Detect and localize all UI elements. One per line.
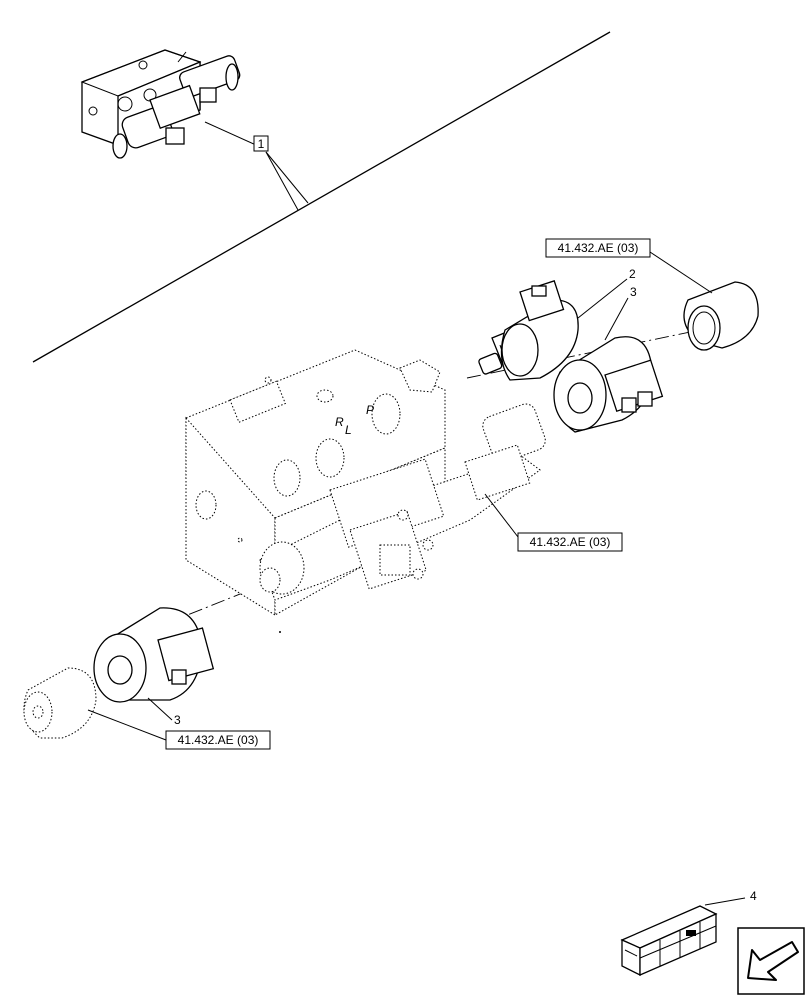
solenoid-cartridge-item-2 bbox=[478, 280, 579, 381]
port-mark-l: L bbox=[345, 423, 352, 437]
solenoid-coil-item-3-upper bbox=[553, 336, 664, 433]
callout-1: 1 bbox=[204, 121, 309, 211]
callout-3-lower-label: 3 bbox=[174, 713, 181, 727]
callout-3-lower: 3 bbox=[147, 697, 181, 727]
reference-bottom-left[interactable]: 41.432.AE (03) bbox=[87, 709, 271, 750]
port-mark-p: P bbox=[366, 403, 374, 417]
reference-middle-right-label[interactable]: 41.432.AE (03) bbox=[530, 535, 611, 549]
reference-bottom-left-label[interactable]: 41.432.AE (03) bbox=[178, 733, 259, 747]
reference-top-right[interactable]: 41.432.AE (03) bbox=[545, 238, 713, 294]
port-mark-r: R bbox=[335, 415, 344, 429]
stray-dot bbox=[279, 631, 281, 633]
parts-crate-icon: 4 bbox=[620, 889, 757, 977]
retaining-nut-lower bbox=[23, 667, 97, 739]
valve-body-phantom bbox=[185, 349, 546, 616]
back-arrow-icon[interactable] bbox=[737, 927, 805, 995]
reference-middle-right[interactable]: 41.432.AE (03) bbox=[484, 493, 623, 552]
section-divider-line bbox=[32, 31, 611, 363]
callout-2-label: 2 bbox=[629, 267, 636, 281]
solenoid-coil-item-3-lower bbox=[93, 607, 215, 703]
callout-4-label: 4 bbox=[750, 889, 757, 903]
callout-2: 2 bbox=[577, 267, 636, 319]
reference-top-right-label[interactable]: 41.432.AE (03) bbox=[558, 241, 639, 255]
retaining-nut-upper bbox=[683, 281, 759, 351]
callout-1-label: 1 bbox=[258, 137, 265, 151]
callout-3-upper: 3 bbox=[604, 285, 637, 341]
callout-3-upper-label: 3 bbox=[630, 285, 637, 299]
overview-valve-assembly bbox=[80, 49, 241, 159]
centerline-upper bbox=[466, 329, 701, 379]
